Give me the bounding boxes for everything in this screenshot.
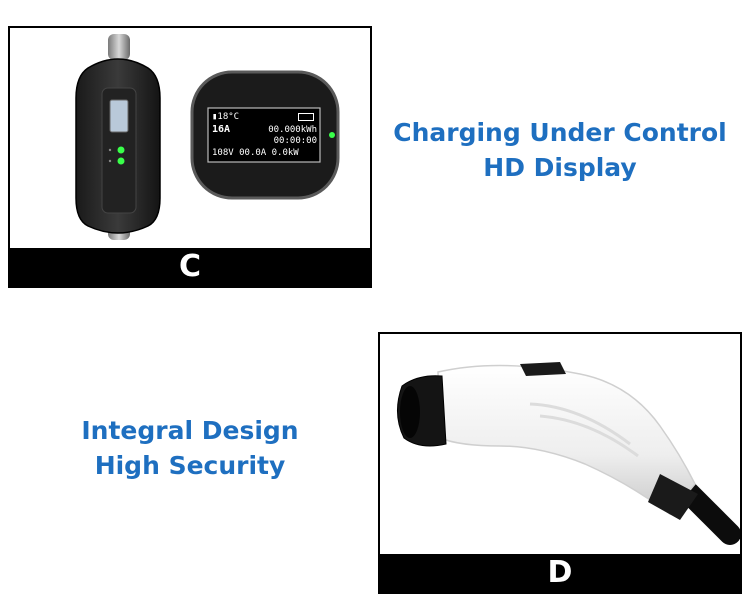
- caption-line: High Security: [94, 451, 286, 480]
- product-panel-c: ▮18°C 16A 00.000kWh 00:00:00 108V 00.0A …: [8, 26, 372, 288]
- indicator-led: [329, 132, 335, 138]
- charger-controller-photo: [75, 34, 340, 240]
- indicator-led: [117, 157, 125, 165]
- strain-relief: [648, 474, 698, 520]
- display-zoom-bubble: [190, 70, 340, 200]
- cable-gland-top: [108, 34, 130, 60]
- product-panel-d: D: [378, 332, 742, 594]
- caption-charging-display: Charging Under Control HD Display: [385, 115, 735, 185]
- panel-label-bar: D: [380, 554, 740, 592]
- battery-icon: [298, 113, 314, 121]
- panel-label-bar: C: [10, 248, 370, 286]
- lcd-power: 0.0kW: [271, 148, 299, 158]
- lcd-screen: [207, 107, 321, 163]
- panel-label-d: D: [547, 555, 573, 590]
- indicator-led: [117, 146, 125, 154]
- caption-line: Integral Design: [81, 416, 299, 445]
- lcd-time: 00:00:00: [273, 136, 317, 146]
- caption-line: HD Display: [483, 153, 637, 182]
- caption-integral-design: Integral Design High Security: [40, 413, 340, 483]
- lcd-temperature: 18°C: [217, 112, 240, 122]
- thermometer-icon: ▮: [212, 112, 218, 122]
- charging-plug-photo: [397, 362, 740, 545]
- lcd-energy: 00.000kWh: [268, 125, 317, 135]
- lcd-voltage: 108V: [212, 148, 234, 158]
- lcd-amps: 00.0A: [239, 148, 267, 158]
- lcd-readout: ▮18°C 16A 00.000kWh 00:00:00 108V 00.0A …: [208, 108, 320, 162]
- panel-label-c: C: [178, 249, 202, 284]
- caption-line: Charging Under Control: [393, 118, 727, 147]
- lcd-current: 16A: [212, 124, 231, 135]
- plug-latch: [520, 362, 566, 376]
- controller-small-screen: [109, 99, 129, 133]
